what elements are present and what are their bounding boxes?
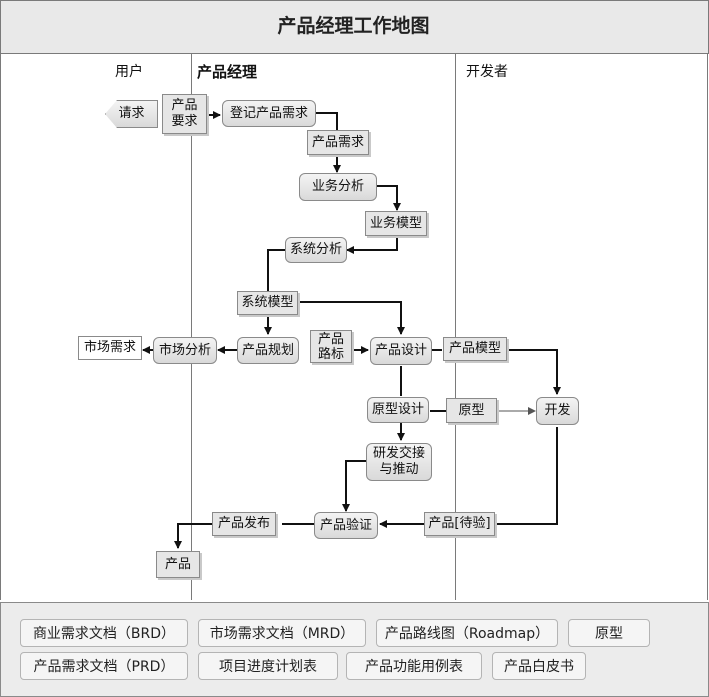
request-node: 请求 <box>105 100 158 128</box>
product-planning-node: 产品规划 <box>237 337 299 364</box>
market-need-label: 市场需求 <box>83 340 136 355</box>
prototype-design-node: 原型设计 <box>367 397 429 423</box>
register-requirement-label: 登记产品需求 <box>229 105 308 121</box>
lane-label-dev: 开发者 <box>466 64 508 80</box>
link-develop-pending <box>497 427 558 525</box>
page-title: 产品经理工作地图 <box>277 15 430 37</box>
product-need-node: 产品需求 <box>307 130 369 155</box>
prototype-label: 原型 <box>458 402 485 418</box>
product-design-label: 产品设计 <box>374 343 427 358</box>
link-model-develop <box>507 349 561 395</box>
product-planning-label: 产品规划 <box>241 342 294 358</box>
business-analysis-label: 业务分析 <box>311 179 364 194</box>
link-register-need <box>316 112 338 130</box>
business-analysis-node: 业务分析 <box>299 173 377 201</box>
market-need-node: 市场需求 <box>78 336 142 360</box>
request-label: 请求 <box>118 106 145 121</box>
link-handover-verify <box>342 460 366 512</box>
product-model-node: 产品模型 <box>443 337 507 361</box>
develop-label: 开发 <box>544 403 571 418</box>
product-design-node: 产品设计 <box>370 337 432 365</box>
product-pending-node: 产品[待验] <box>424 512 495 536</box>
connector-lines <box>142 111 561 549</box>
system-model-node: 系统模型 <box>237 291 298 315</box>
lane-pm <box>190 53 456 600</box>
link-biz-bizmodel <box>377 185 401 211</box>
product-verification-node: 产品验证 <box>314 512 378 539</box>
system-analysis-label: 系统分析 <box>289 242 342 257</box>
prototype-design-label: 原型设计 <box>371 402 424 417</box>
title-bar <box>0 0 709 54</box>
doc-schedule: 项目进度计划表 <box>198 652 338 680</box>
product-release-node: 产品发布 <box>212 512 276 536</box>
doc-whitepaper: 产品白皮书 <box>492 652 586 680</box>
business-model-label: 业务模型 <box>369 215 422 231</box>
doc-roadmap: 产品路线图（Roadmap） <box>376 619 558 647</box>
product-pending-label: 产品[待验] <box>428 516 491 531</box>
product-verification-label: 产品验证 <box>319 517 372 533</box>
link-bizmodel-sys <box>346 236 398 254</box>
doc-brd: 商业需求文档（BRD） <box>20 619 188 647</box>
market-analysis-label: 市场分析 <box>158 342 211 358</box>
rd-handover-line1: 研发交接 <box>372 446 425 461</box>
product-requirement-line1: 产品 <box>171 98 198 113</box>
system-analysis-node: 系统分析 <box>285 237 347 263</box>
lane-user <box>0 53 192 600</box>
lane-label-user: 用户 <box>115 64 143 80</box>
product-roadmap-line1: 产品 <box>317 331 344 347</box>
business-model-node: 业务模型 <box>365 211 427 236</box>
prototype-node: 原型 <box>446 398 497 423</box>
product-roadmap-line2: 路标 <box>317 346 344 362</box>
link-release-product <box>174 523 212 549</box>
link-sys-sysmodel <box>267 249 285 291</box>
product-roadmap-node: 产品 路标 <box>310 330 352 363</box>
lane-label-pm: 产品经理 <box>197 63 258 81</box>
lane-dev <box>455 53 708 600</box>
develop-node: 开发 <box>536 397 579 425</box>
document-footer <box>0 602 709 697</box>
doc-use-cases: 产品功能用例表 <box>346 652 482 680</box>
doc-mrd: 市场需求文档（MRD） <box>198 619 366 647</box>
rd-handover-node: 研发交接 与推动 <box>366 443 432 481</box>
rd-handover-line2: 与推动 <box>379 462 419 477</box>
product-requirement-line2: 要求 <box>171 114 198 129</box>
doc-prototype: 原型 <box>568 619 650 647</box>
product-node: 产品 <box>156 551 200 578</box>
product-model-label: 产品模型 <box>448 341 501 356</box>
doc-prd: 产品需求文档（PRD） <box>20 652 188 680</box>
system-model-label: 系统模型 <box>241 295 294 310</box>
link-sysmodel-design <box>298 301 405 335</box>
product-release-label: 产品发布 <box>217 516 270 531</box>
market-analysis-node: 市场分析 <box>153 337 217 364</box>
product-need-label: 产品需求 <box>311 134 364 150</box>
product-label: 产品 <box>164 556 191 572</box>
register-requirement-node: 登记产品需求 <box>222 100 316 127</box>
product-requirement-node: 产品 要求 <box>162 94 207 134</box>
